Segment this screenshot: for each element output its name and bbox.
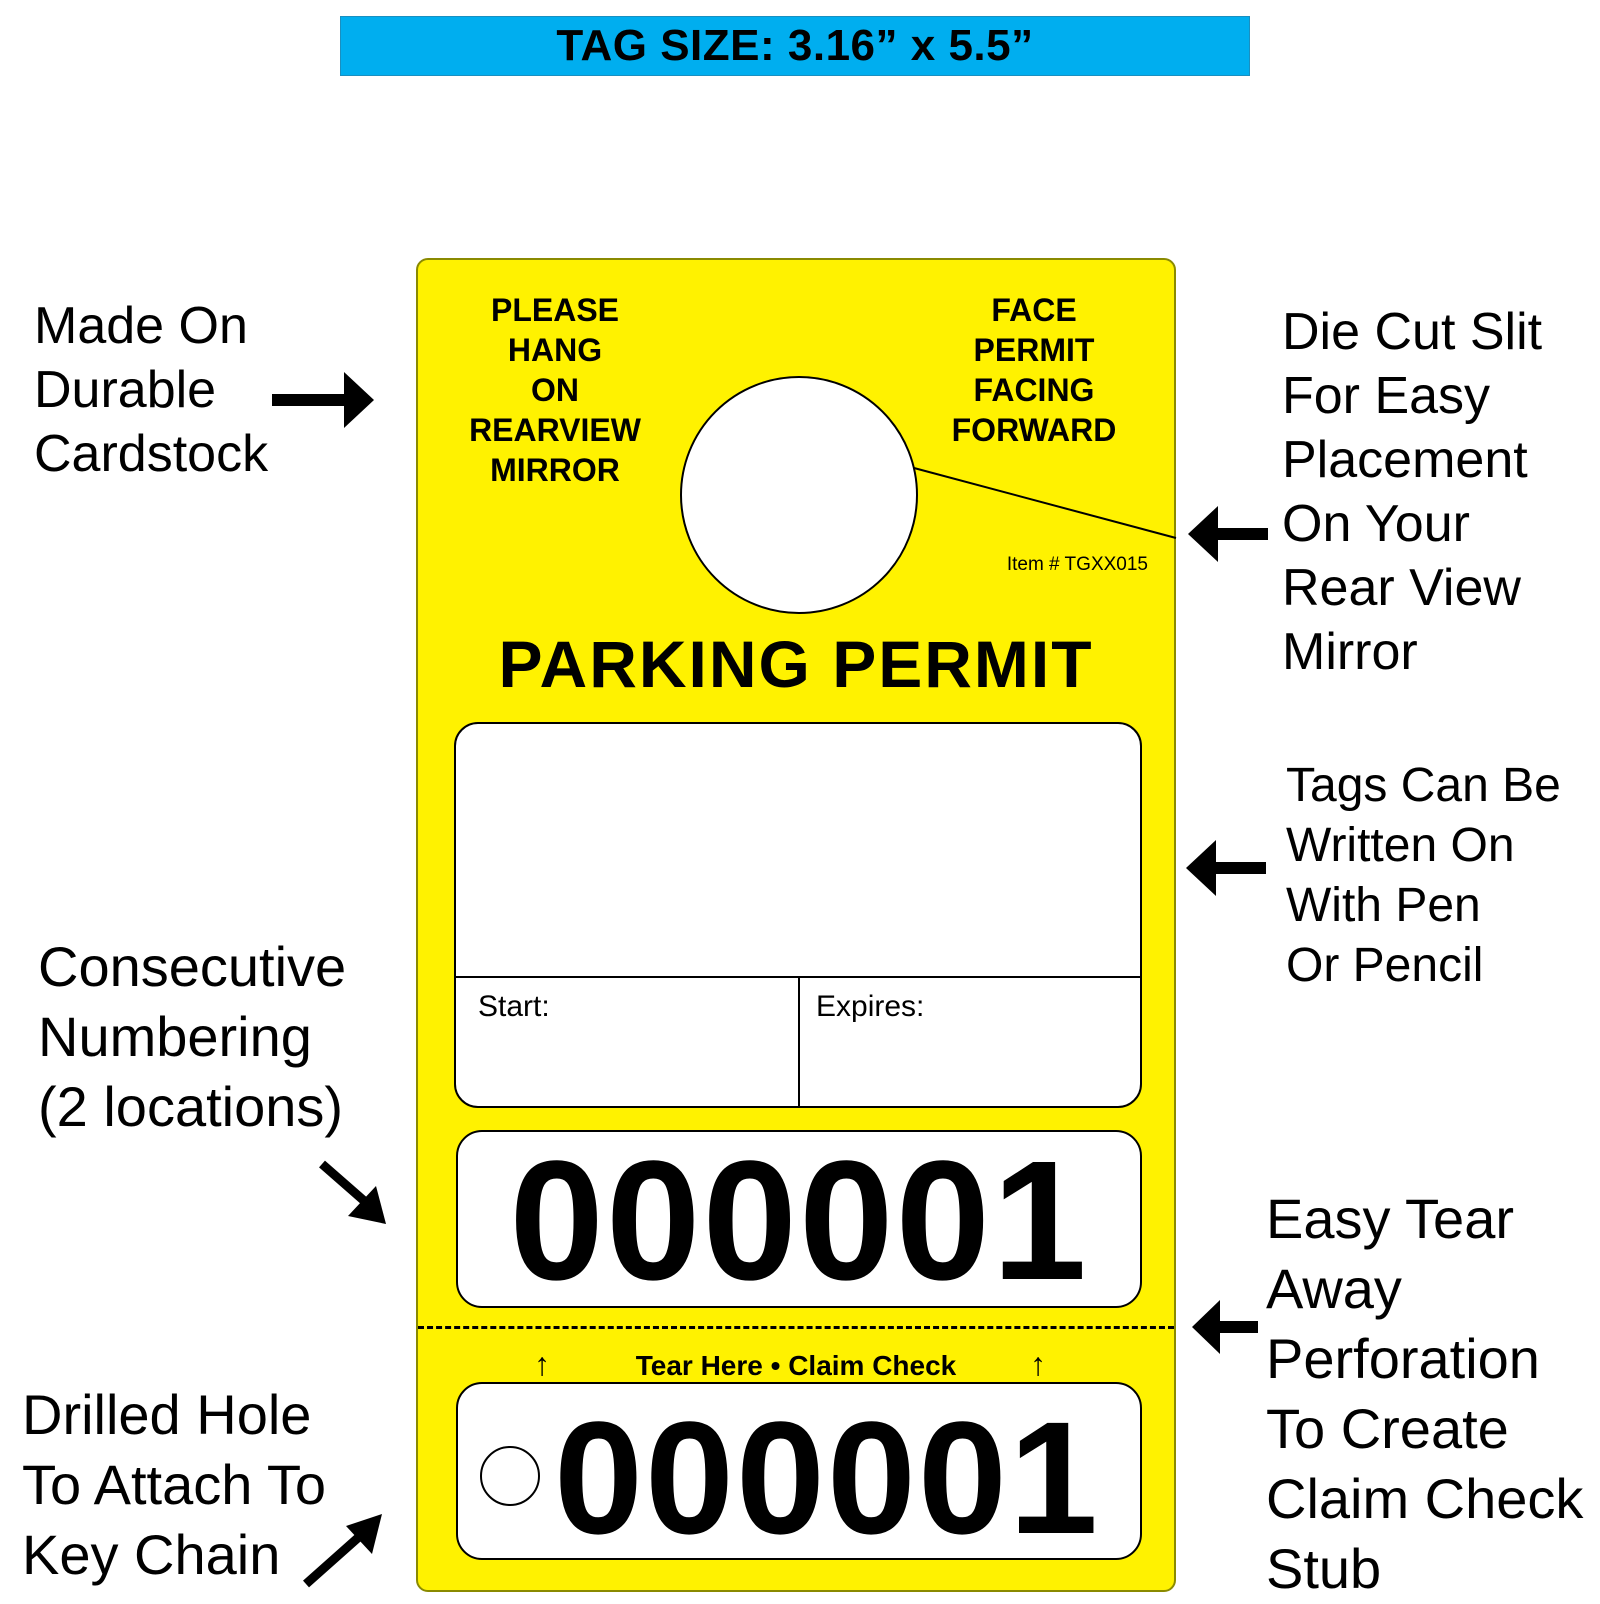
callout-line: Mirror	[1282, 623, 1418, 681]
instruction-line: ON	[531, 372, 579, 408]
up-arrow-icon: ↑	[534, 1346, 550, 1382]
key-chain-hole	[480, 1446, 540, 1506]
parking-permit-tag: PLEASE HANG ON REARVIEW MIRROR FACE PERM…	[416, 258, 1177, 1592]
stub-number: 000001	[554, 1388, 1100, 1560]
callout-line: Die Cut Slit	[1282, 303, 1543, 361]
tag-size-text: TAG SIZE: 3.16” x 5.5”	[556, 21, 1034, 70]
arrow-left-icon	[1188, 506, 1268, 562]
instruction-line: REARVIEW	[469, 412, 641, 448]
callout-line: Written On	[1286, 819, 1515, 872]
callout-line: Placement	[1282, 431, 1528, 489]
callout-numbering: Consecutive Numbering (2 locations)	[38, 932, 346, 1142]
callout-line: Durable	[34, 361, 217, 419]
arrow-left-icon	[1192, 1300, 1258, 1354]
callout-line: Key Chain	[22, 1523, 281, 1586]
callout-line: Away	[1266, 1257, 1402, 1320]
callout-line: Easy Tear	[1266, 1187, 1514, 1250]
permit-title: PARKING PERMIT	[498, 627, 1094, 701]
callout-line: (2 locations)	[38, 1075, 344, 1138]
permit-number: 000001	[509, 1130, 1089, 1308]
tag-size-banner: TAG SIZE: 3.16” x 5.5”	[340, 16, 1250, 76]
callout-line: Perforation	[1266, 1327, 1540, 1390]
instruction-line: MIRROR	[490, 452, 620, 488]
callout-tear-away: Easy Tear Away Perforation To Create Cla…	[1266, 1184, 1583, 1604]
instruction-line: PERMIT	[973, 332, 1095, 368]
arrow-down-right-icon	[319, 1160, 386, 1224]
tear-here-label: Tear Here • Claim Check	[635, 1350, 957, 1381]
hang-instructions: PLEASE HANG ON REARVIEW MIRROR	[462, 290, 648, 490]
instruction-line: FORWARD	[951, 412, 1117, 448]
start-label: Start:	[478, 990, 550, 1023]
permit-number-box: 000001	[456, 1130, 1142, 1308]
instruction-line: PLEASE	[490, 292, 620, 328]
callout-line: To Create	[1266, 1397, 1509, 1460]
claim-check-stub: 000001	[456, 1382, 1142, 1560]
callout-cardstock: Made On Durable Cardstock	[34, 294, 268, 486]
tear-perforation	[418, 1326, 1174, 1329]
callout-line: Numbering	[38, 1005, 312, 1068]
arrow-up-right-icon	[303, 1514, 382, 1588]
die-cut-slit	[913, 467, 1177, 539]
callout-line: Made On	[34, 297, 248, 355]
arrow-left-icon	[1186, 840, 1266, 896]
instruction-line: FACING	[973, 372, 1095, 408]
callout-line: Stub	[1266, 1537, 1382, 1600]
callout-line: With Pen	[1286, 879, 1481, 932]
instruction-line: HANG	[507, 332, 603, 368]
callout-die-cut: Die Cut Slit For Easy Placement On Your …	[1282, 300, 1542, 684]
arrow-right-icon	[272, 372, 374, 428]
callout-line: For Easy	[1282, 367, 1491, 425]
callout-line: Drilled Hole	[22, 1383, 312, 1446]
expires-label: Expires:	[816, 990, 925, 1023]
callout-line: Claim Check	[1266, 1467, 1584, 1530]
callout-line: Or Pencil	[1286, 939, 1484, 992]
callout-line: Consecutive	[38, 935, 347, 998]
item-number: Item # TGXX015	[1006, 554, 1148, 575]
callout-line: Cardstock	[34, 425, 269, 483]
write-on-area: Start: Expires:	[454, 722, 1142, 1108]
callout-write-on: Tags Can Be Written On With Pen Or Penci…	[1286, 756, 1561, 996]
up-arrow-icon: ↑	[1030, 1346, 1046, 1382]
callout-line: Rear View	[1282, 559, 1521, 617]
callout-line: To Attach To	[22, 1453, 327, 1516]
callout-line: Tags Can Be	[1286, 759, 1561, 812]
callout-line: On Your	[1282, 495, 1470, 553]
divider	[798, 976, 800, 1106]
face-instructions: FACE PERMIT FACING FORWARD	[942, 290, 1126, 450]
instruction-line: FACE	[991, 292, 1077, 328]
mirror-hang-hole	[680, 376, 918, 614]
callout-drilled-hole: Drilled Hole To Attach To Key Chain	[22, 1380, 326, 1590]
